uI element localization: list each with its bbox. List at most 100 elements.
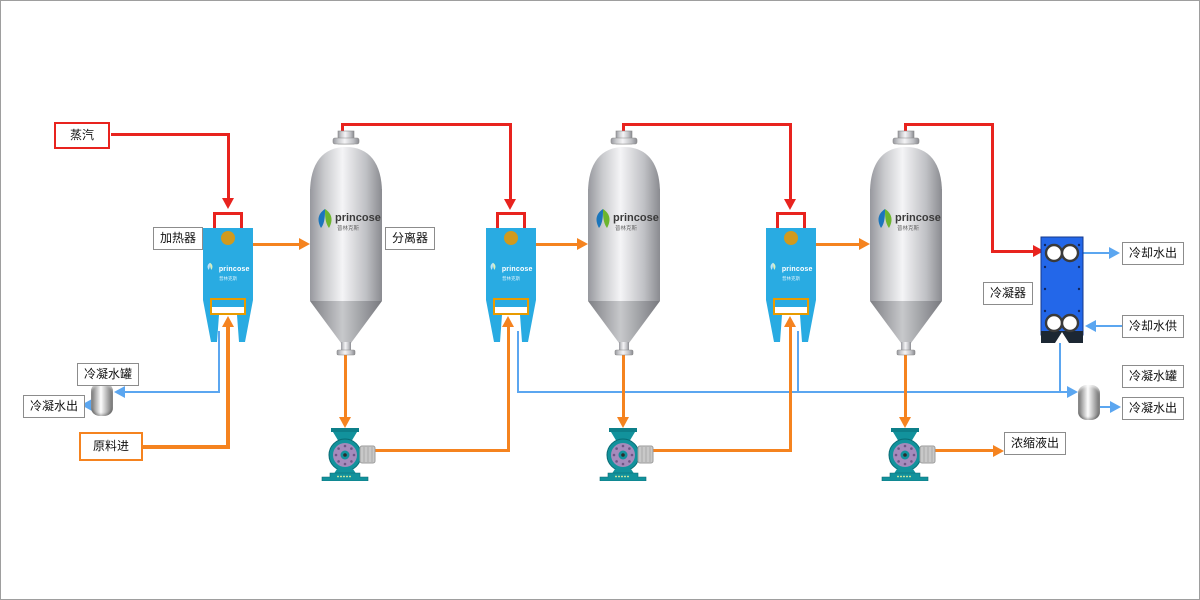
- steam-pipe: [509, 123, 512, 199]
- separator-1: princose 普林克斯: [310, 130, 382, 356]
- process-pipe: [789, 327, 792, 452]
- sight-glass: [493, 298, 529, 315]
- brand-logo: princose 普林克斯: [318, 209, 381, 232]
- brand-leaf-icon: [207, 262, 213, 270]
- condensate-tank-label-left: 冷凝水罐: [77, 363, 140, 386]
- steam-pipe: [991, 123, 994, 253]
- cooling-pipe: [1096, 325, 1122, 327]
- steam-pipe: [904, 123, 994, 126]
- brand-name-cn: 普林克斯: [782, 276, 800, 281]
- condensate-pipe: [218, 331, 220, 393]
- process-pipe: [622, 354, 625, 417]
- steam-flow-arrow: [784, 199, 796, 210]
- condensate-pipe: [797, 331, 799, 393]
- pump-3: [881, 428, 936, 481]
- condenser-unit: [1040, 236, 1084, 343]
- condensate-pipe: [125, 391, 219, 393]
- feed-pipe: [226, 327, 230, 449]
- heater-body: [766, 228, 816, 342]
- condensate-flow-arrow: [1067, 386, 1078, 398]
- heater-label: 加热器: [153, 227, 204, 250]
- condensate-flow-arrow: [1110, 401, 1121, 413]
- pump-1: [321, 428, 376, 481]
- separator-label: 分离器: [385, 227, 436, 250]
- condensate-water-out-label-left: 冷凝水出: [23, 395, 86, 418]
- process-pipe: [816, 243, 859, 246]
- steam-pipe: [341, 123, 512, 126]
- condensate-tank-label-right: 冷凝水罐: [1122, 365, 1185, 388]
- brand-leaf-icon: [490, 262, 496, 270]
- brand-logo: princose 普林克斯: [203, 258, 253, 282]
- brand-name: princose: [895, 212, 941, 224]
- brand-name: princose: [501, 266, 533, 273]
- steam-inlet-bracket: [776, 212, 806, 215]
- cooling-flow-arrow: [1109, 247, 1120, 259]
- sight-glass: [210, 298, 246, 315]
- process-pipe: [507, 327, 510, 452]
- steam-inlet-bracket: [213, 212, 243, 215]
- process-flow-arrow: [859, 238, 870, 250]
- steam-flow-arrow: [1033, 245, 1044, 257]
- steam-flow-arrow: [504, 199, 516, 210]
- brand-name: princose: [335, 212, 381, 224]
- cooling-pipe: [1083, 252, 1111, 254]
- process-flow-arrow: [617, 417, 629, 428]
- steam-pipe: [111, 133, 230, 136]
- brand-name-cn: 普林克斯: [615, 224, 638, 232]
- process-pipe: [653, 449, 792, 452]
- brand-name-cn: 普林克斯: [502, 276, 520, 281]
- process-flow-arrow: [899, 417, 911, 428]
- brand-name-cn: 普林克斯: [897, 224, 920, 232]
- brand-name-cn: 普林克斯: [219, 276, 237, 281]
- heater-port: [221, 231, 235, 245]
- condensate-pipe: [517, 391, 1069, 393]
- process-flow-arrow: [577, 238, 588, 250]
- process-flow-arrow: [299, 238, 310, 250]
- condenser-port: [1044, 313, 1064, 333]
- cooling-water-out-label: 冷却水出: [1122, 242, 1185, 265]
- cooling-flow-arrow: [1085, 320, 1096, 332]
- steam-pipe: [622, 123, 792, 126]
- brand-name-cn: 普林克斯: [337, 224, 360, 232]
- condensate-pipe: [1100, 406, 1112, 408]
- heater-body: [486, 228, 536, 342]
- condensate-tank-right: [1078, 385, 1100, 420]
- sight-glass-level: [212, 307, 244, 313]
- process-flow-arrow: [784, 316, 796, 327]
- process-pipe: [344, 354, 347, 417]
- brand-logo: princose 普林克斯: [596, 209, 659, 232]
- sight-glass-level: [495, 307, 527, 313]
- steam-flow-arrow: [222, 198, 234, 209]
- condensate-flow-arrow: [81, 399, 92, 411]
- steam-pipe: [789, 123, 792, 199]
- condensate-flow-arrow: [114, 386, 125, 398]
- process-flow-arrow: [502, 316, 514, 327]
- steam-inlet-bracket: [496, 212, 526, 215]
- brand-logo: princose 普林克斯: [486, 258, 536, 282]
- condensate-pipe: [517, 331, 519, 393]
- process-flow-arrow: [993, 445, 1004, 457]
- steam-pipe: [227, 133, 230, 198]
- cooling-water-supply-label: 冷却水供: [1122, 315, 1185, 338]
- feed-in-label: 原料进: [79, 432, 144, 461]
- sight-glass: [773, 298, 809, 315]
- brand-logo: princose 普林克斯: [766, 258, 816, 282]
- feed-flow-arrow: [222, 316, 234, 327]
- separator-3: princose 普林克斯: [870, 130, 942, 356]
- brand-logo: princose 普林克斯: [878, 209, 941, 232]
- condensate-pipe: [1059, 341, 1061, 393]
- sight-glass-level: [775, 307, 807, 313]
- heater-port: [784, 231, 798, 245]
- process-pipe: [904, 354, 907, 417]
- condenser-port: [1060, 313, 1080, 333]
- feed-pipe: [138, 445, 230, 449]
- condenser-port: [1060, 243, 1080, 263]
- heater-1: princose 普林克斯: [203, 212, 253, 344]
- heater-3: princose 普林克斯: [766, 212, 816, 344]
- process-flow-arrow: [339, 417, 351, 428]
- condenser-port: [1044, 243, 1064, 263]
- heater-body: [203, 228, 253, 342]
- condenser-label: 冷凝器: [983, 282, 1034, 305]
- process-pipe: [373, 449, 510, 452]
